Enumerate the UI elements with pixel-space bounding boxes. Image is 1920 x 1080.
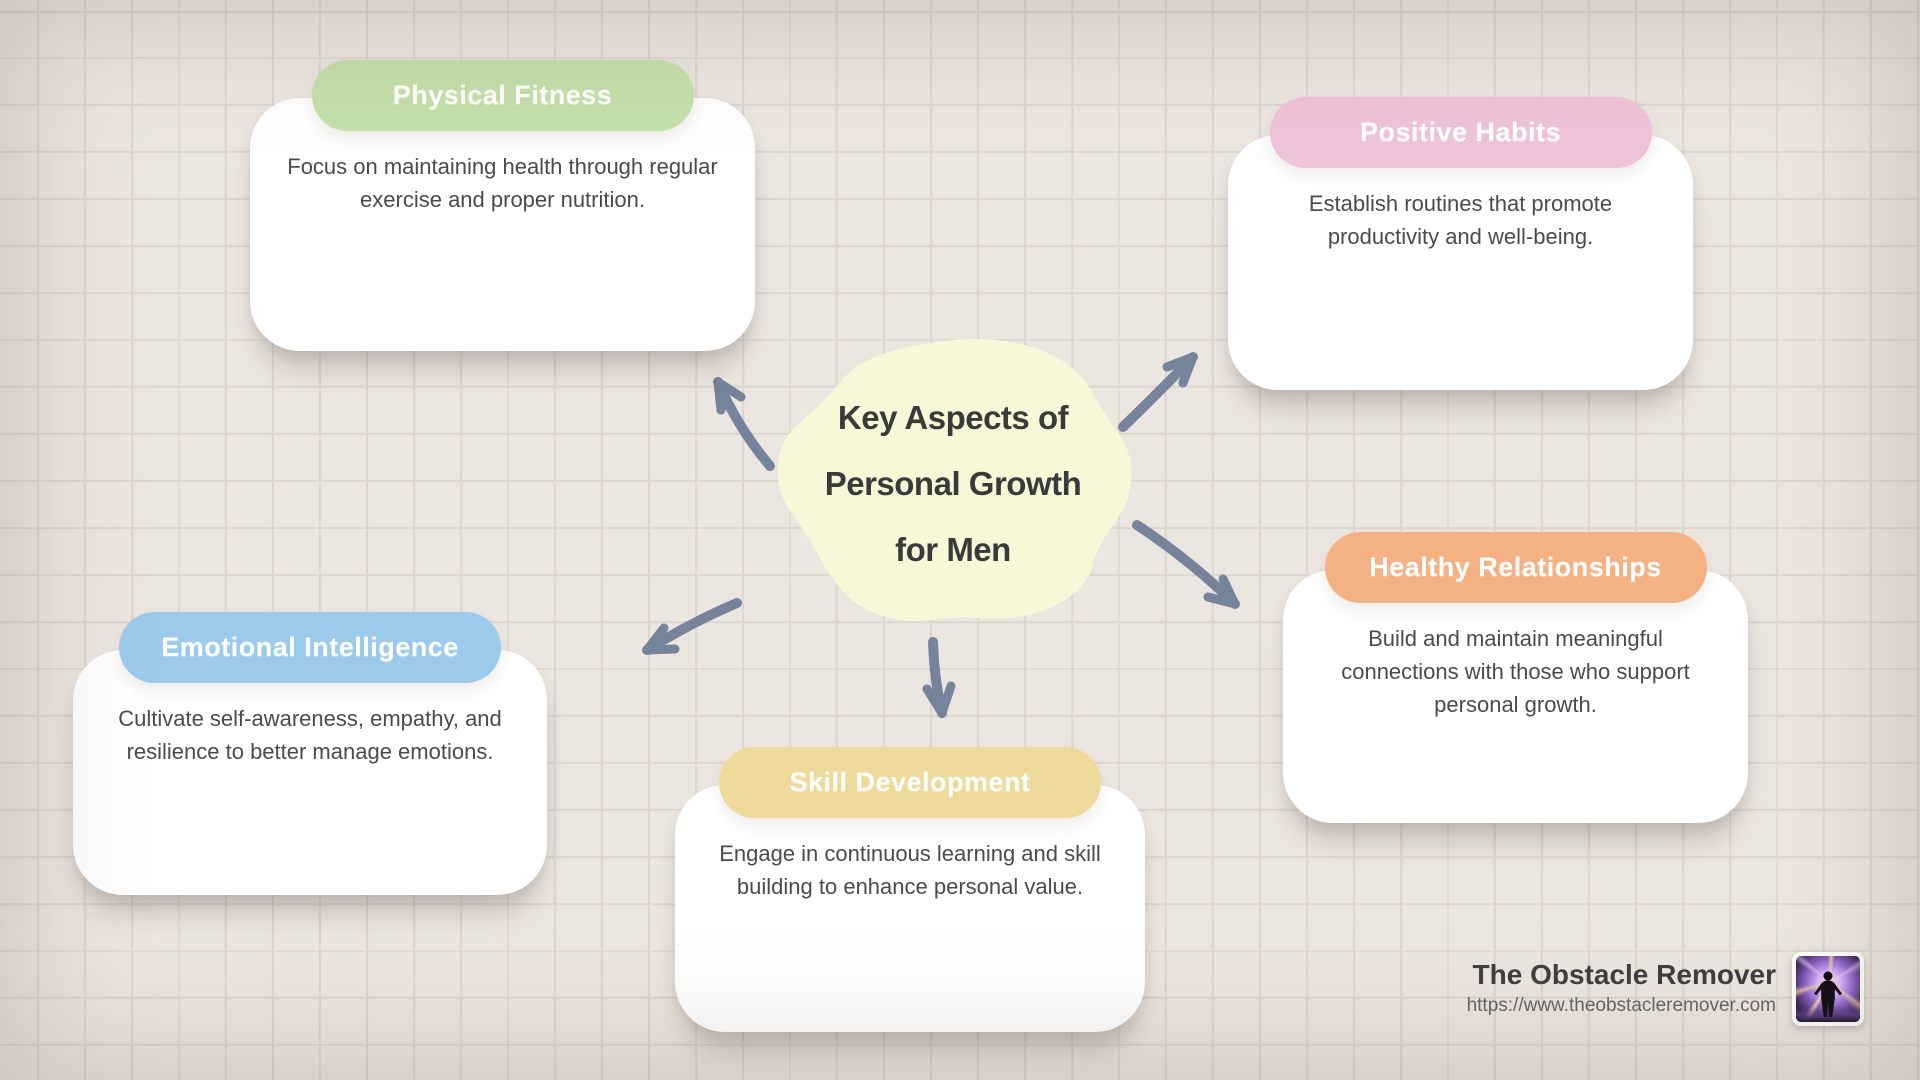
brand-logo-image	[1792, 952, 1864, 1026]
stage-floor-graphic	[1796, 1006, 1860, 1022]
brand-name: The Obstacle Remover	[1472, 959, 1776, 990]
card-emotional-intelligence-header: Emotional Intelligence	[119, 612, 501, 683]
blob-shape	[777, 338, 1132, 621]
card-physical-fitness-body: Focus on maintaining health through regu…	[287, 154, 718, 212]
card-emotional-intelligence-body: Cultivate self-awareness, empathy, and r…	[118, 706, 502, 764]
central-topic: Key Aspects of Personal Growth for Men	[763, 324, 1143, 639]
central-topic-title: Key Aspects of Personal Growth for Men	[763, 324, 1143, 639]
arrow-emotional-intelligence	[642, 598, 742, 655]
arrow-healthy-relationships	[1132, 520, 1240, 609]
card-skill-development-header: Skill Development	[719, 747, 1101, 818]
card-positive-habits-header: Positive Habits	[1269, 97, 1652, 168]
card-physical-fitness: Physical Fitness Focus on maintaining he…	[250, 60, 755, 351]
title-line-1: Key Aspects of	[837, 398, 1069, 436]
card-physical-fitness-header: Physical Fitness	[311, 60, 694, 131]
arrow-skill-development	[922, 637, 956, 718]
title-line-3: for Men	[895, 530, 1011, 568]
card-positive-habits: Positive Habits Establish routines that …	[1228, 97, 1693, 390]
card-emotional-intelligence: Emotional Intelligence Cultivate self-aw…	[73, 612, 547, 895]
card-skill-development-body: Engage in continuous learning and skill …	[719, 841, 1101, 899]
card-healthy-relationships: Healthy Relationships Build and maintain…	[1283, 532, 1748, 823]
card-healthy-relationships-header: Healthy Relationships	[1324, 532, 1707, 603]
card-skill-development: Skill Development Engage in continuous l…	[675, 747, 1145, 1032]
card-healthy-relationships-body: Build and maintain meaningful connection…	[1341, 626, 1690, 717]
title-line-2: Personal Growth	[824, 464, 1082, 502]
footer-branding: The Obstacle Remover https://www.theobst…	[1467, 952, 1864, 1026]
brand-url: https://www.theobstacleremover.com	[1466, 995, 1776, 1016]
person-silhouette	[1814, 971, 1842, 1017]
card-positive-habits-body: Establish routines that promote producti…	[1308, 191, 1613, 249]
